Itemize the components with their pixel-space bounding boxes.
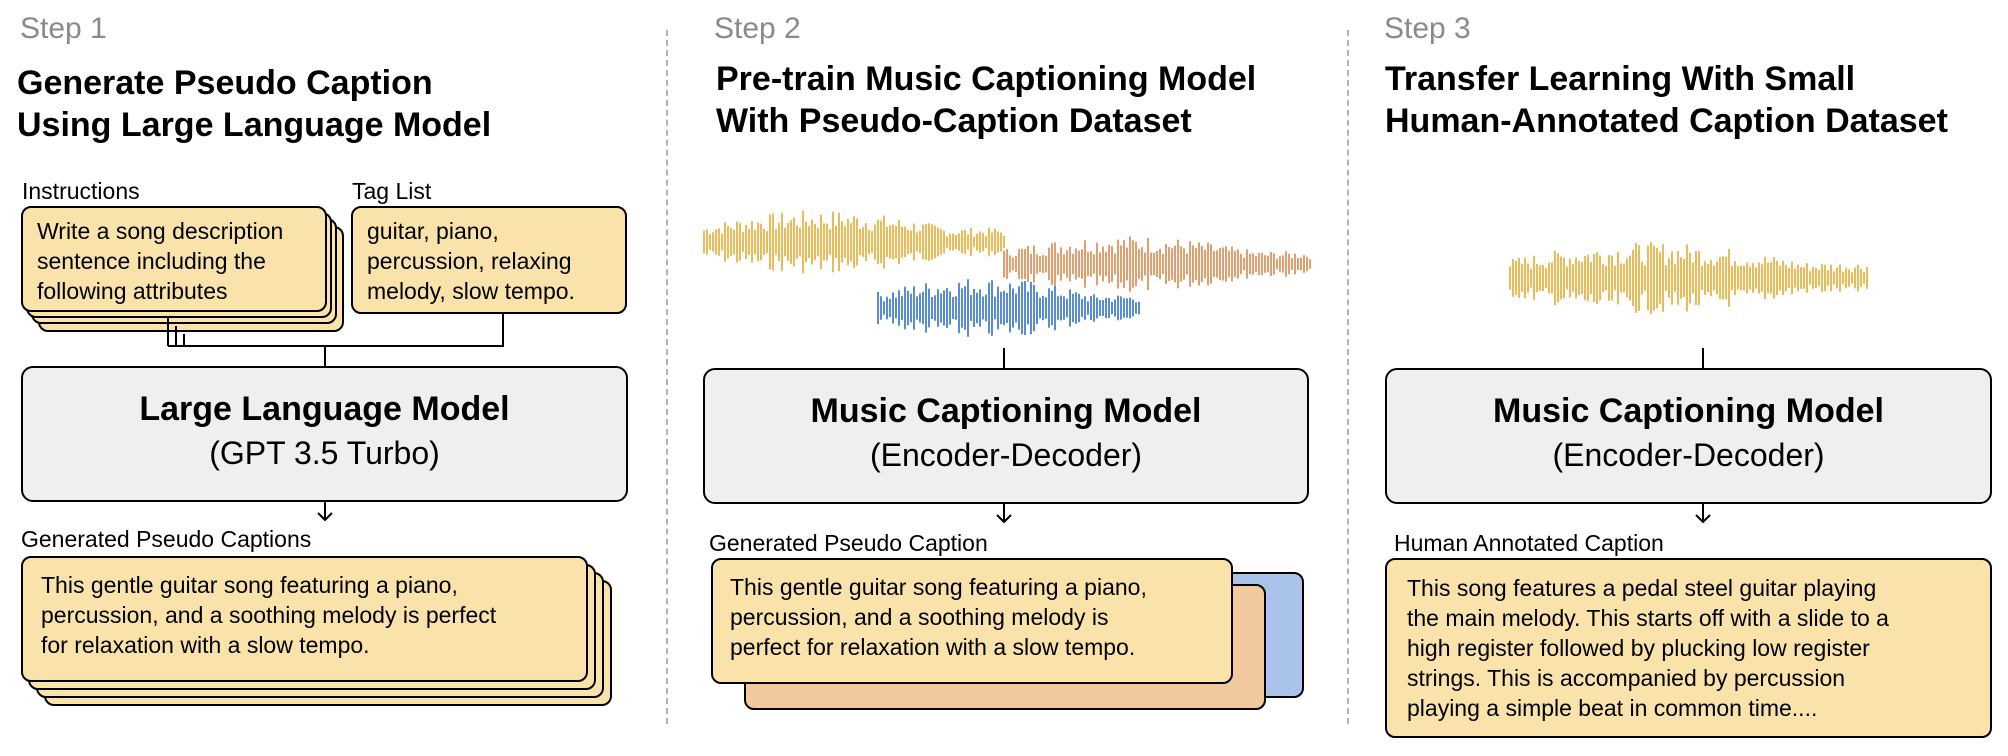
divider-step1-step2 (666, 30, 668, 724)
step3-output-line: strings. This is accompanied by percussi… (1407, 665, 1846, 691)
step3-output-line: This song features a pedal steel guitar … (1407, 575, 1877, 601)
llm-subtitle: (GPT 3.5 Turbo) (209, 435, 440, 471)
instructions-card: Write a song description sentence includ… (21, 206, 327, 312)
step1-output-label: Generated Pseudo Captions (21, 526, 312, 552)
step3-title: Transfer Learning With Small Human-Annot… (1385, 58, 1948, 142)
step1-title-line2: Using Large Language Model (17, 106, 492, 144)
step2-title-line1: Pre-train Music Captioning Model (716, 60, 1257, 98)
step1-output-line: percussion, and a soothing melody is per… (41, 602, 497, 628)
step1-title-line1: Generate Pseudo Caption (17, 64, 433, 102)
step1-output-line: for relaxation with a slow tempo. (41, 632, 370, 658)
step2-output-line: perfect for relaxation with a slow tempo… (730, 634, 1136, 660)
step3-model-name: Music Captioning Model (1493, 392, 1884, 430)
step1-output-line: This gentle guitar song featuring a pian… (41, 572, 458, 598)
step3-output-text: This song features a pedal steel guitar … (1387, 560, 1990, 736)
connector-llm-output (317, 502, 333, 522)
step2-output-label: Generated Pseudo Caption (709, 530, 988, 556)
taglist-label: Tag List (352, 178, 432, 204)
instructions-line: following attributes (37, 278, 228, 304)
connector-step2-output (996, 504, 1012, 524)
step2-output-text: This gentle guitar song featuring a pian… (713, 560, 1231, 674)
step3-output-card: This song features a pedal steel guitar … (1385, 558, 1992, 738)
llm-box: Large Language Model (GPT 3.5 Turbo) (21, 366, 628, 502)
step3-output-line: high register followed by plucking low r… (1407, 635, 1870, 661)
step3-model-subtitle: (Encoder-Decoder) (1552, 437, 1825, 473)
step2-title: Pre-train Music Captioning Model With Ps… (716, 58, 1256, 142)
step1-output-card: This gentle guitar song featuring a pian… (21, 556, 588, 682)
step1-label: Step 1 (20, 12, 107, 45)
waveform-brown (1003, 236, 1311, 292)
step3-label: Step 3 (1384, 12, 1471, 45)
step2-model-name: Music Captioning Model (810, 392, 1202, 430)
step2-output-line: This gentle guitar song featuring a pian… (730, 574, 1147, 600)
divider-step2-step3 (1347, 30, 1349, 724)
step1-title: Generate Pseudo Caption Using Large Lang… (17, 62, 491, 146)
taglist-line: melody, slow tempo. (367, 278, 575, 304)
connector-step3-output (1695, 504, 1711, 524)
llm-name: Large Language Model (139, 390, 510, 428)
step3-model-box: Music Captioning Model (Encoder-Decoder) (1385, 368, 1992, 504)
step1-output-text: This gentle guitar song featuring a pian… (23, 558, 586, 672)
step3-output-label: Human Annotated Caption (1394, 530, 1664, 556)
step2-model-box: Music Captioning Model (Encoder-Decoder) (703, 368, 1309, 504)
step2-label: Step 2 (714, 12, 801, 45)
taglist-line: percussion, relaxing (367, 248, 572, 274)
instructions-line: sentence including the (37, 248, 266, 274)
instructions-text: Write a song description sentence includ… (23, 208, 325, 314)
waveform-orange (703, 210, 1005, 274)
step3-output-line: the main melody. This starts off with a … (1407, 605, 1889, 631)
step2-output-line: percussion, and a soothing melody is (730, 604, 1109, 630)
instructions-line: Write a song description (37, 218, 284, 244)
step3-title-line2: Human-Annotated Caption Dataset (1385, 102, 1948, 140)
step2-model-subtitle: (Encoder-Decoder) (869, 437, 1143, 473)
taglist-line: guitar, piano, (367, 218, 499, 244)
instructions-label: Instructions (22, 178, 140, 204)
waveform-blue (877, 279, 1140, 337)
step3-output-line: playing a simple beat in common time.... (1407, 695, 1818, 721)
taglist-card: guitar, piano, percussion, relaxing melo… (351, 206, 627, 314)
taglist-text: guitar, piano, percussion, relaxing melo… (353, 208, 625, 314)
step2-output-card: This gentle guitar song featuring a pian… (711, 558, 1233, 684)
step2-title-line2: With Pseudo-Caption Dataset (716, 102, 1192, 140)
step3-title-line1: Transfer Learning With Small (1385, 60, 1856, 98)
waveform-orange (1509, 242, 1868, 314)
